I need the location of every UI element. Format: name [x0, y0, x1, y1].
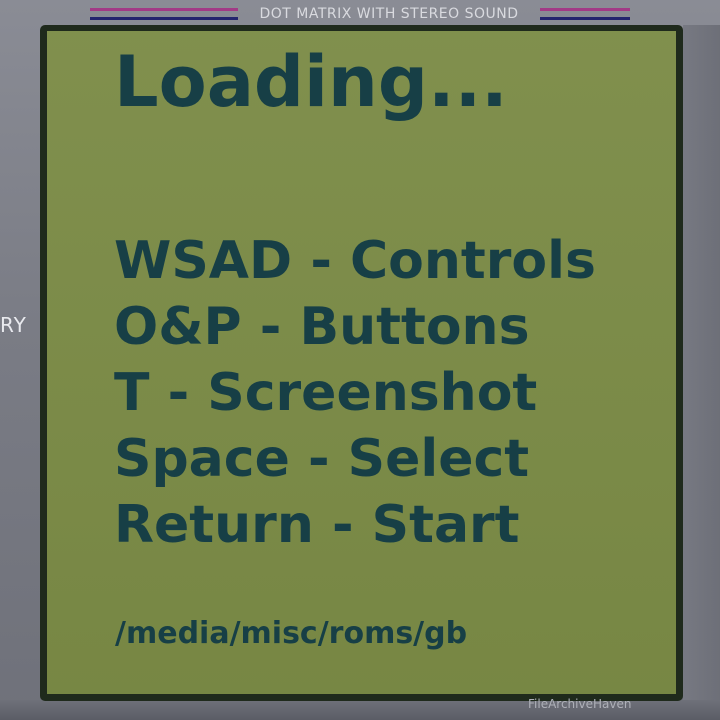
- top-bezel-strip: DOT MATRIX WITH STEREO SOUND: [0, 0, 720, 30]
- dot-matrix-label: DOT MATRIX WITH STEREO SOUND: [259, 6, 519, 22]
- control-line-movement: WSAD - Controls: [114, 231, 596, 291]
- control-line-buttons: O&P - Buttons: [114, 297, 530, 357]
- right-magenta-stripe: [540, 8, 630, 11]
- right-navy-stripe: [540, 17, 630, 20]
- controls-list: WSAD - Controls O&P - Buttons T - Screen…: [114, 228, 596, 558]
- loading-title: Loading...: [114, 41, 508, 123]
- control-line-select: Space - Select: [114, 429, 530, 489]
- battery-label-partial: RY: [0, 313, 27, 337]
- rom-path: /media/misc/roms/gb: [115, 616, 468, 651]
- left-navy-stripe: [90, 17, 238, 20]
- device-bottom-edge: [0, 700, 720, 720]
- lcd-screen: Loading... WSAD - Controls O&P - Buttons…: [47, 31, 676, 694]
- device-right-edge: [683, 25, 720, 720]
- watermark: FileArchiveHaven: [528, 697, 632, 711]
- control-line-screenshot: T - Screenshot: [114, 363, 538, 423]
- left-magenta-stripe: [90, 8, 238, 11]
- control-line-start: Return - Start: [114, 495, 520, 555]
